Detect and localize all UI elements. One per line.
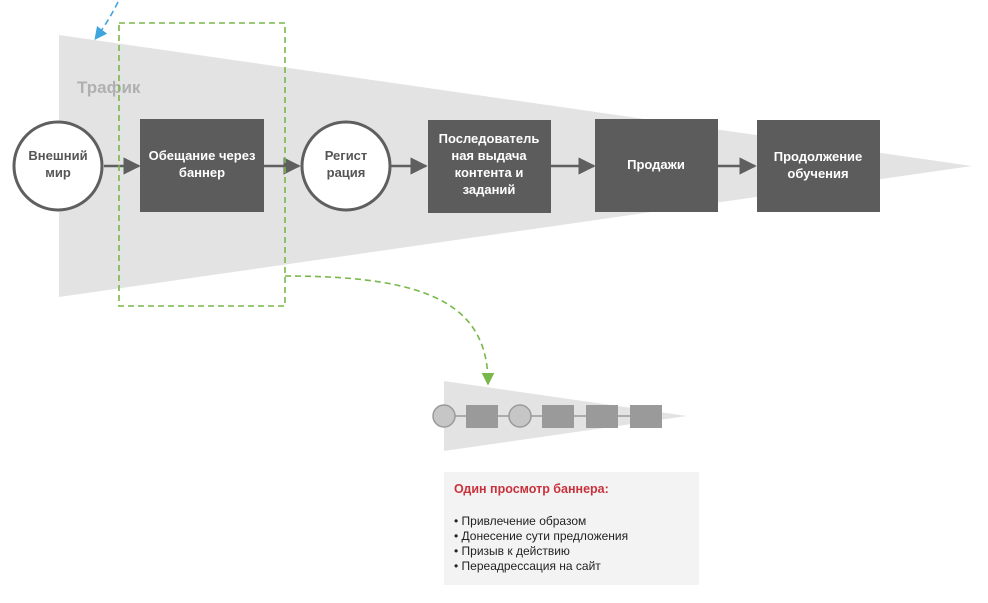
funnel-label: Трафик [77, 78, 141, 97]
svg-text:Продолжение: Продолжение [774, 149, 863, 164]
banner-view-note: Один просмотр баннера: Привлечение образ… [444, 472, 699, 585]
svg-text:заданий: заданий [463, 182, 516, 197]
svg-text:обучения: обучения [787, 166, 848, 181]
note-item: Привлечение образом [454, 514, 689, 529]
blue-dashed-arrow [94, 1, 119, 41]
svg-text:Последователь: Последователь [439, 131, 540, 146]
svg-text:баннер: баннер [179, 165, 225, 180]
svg-text:Продажи: Продажи [627, 157, 685, 172]
svg-text:мир: мир [45, 165, 71, 180]
mini-circle-2 [508, 404, 532, 428]
mini-box-3 [586, 405, 618, 428]
note-item: Призыв к действию [454, 544, 689, 559]
svg-text:Внешний: Внешний [28, 148, 87, 163]
mini-circle-1 [432, 404, 456, 428]
node-sales: Продажи [595, 119, 718, 212]
note-title: Один просмотр баннера: [454, 482, 609, 496]
mini-box-4 [630, 405, 662, 428]
mini-box-2 [542, 405, 574, 428]
note-item: Донесение сути предложения [454, 529, 689, 544]
note-list: Привлечение образом Донесение сути предл… [454, 514, 689, 574]
node-continued-learning: Продолжение обучения [757, 120, 880, 212]
node-outer-world: Внешний мир [12, 120, 104, 212]
node-banner-promise: Обещание через баннер [140, 119, 264, 212]
mini-funnel [432, 381, 687, 451]
svg-text:контента и: контента и [455, 165, 524, 180]
highlight-dashed-box [118, 22, 286, 307]
svg-text:Обещание через: Обещание через [149, 148, 256, 163]
mini-box-1 [466, 405, 498, 428]
note-item: Переадрессация на сайт [454, 559, 689, 574]
green-dashed-arrow [284, 275, 495, 386]
svg-text:Регист: Регист [325, 148, 368, 163]
node-content-sequence: Последователь ная выдача контента и зада… [428, 120, 551, 213]
svg-text:ная выдача: ная выдача [451, 148, 527, 163]
node-registration: Регист рация [300, 120, 392, 212]
svg-text:рация: рация [327, 165, 366, 180]
